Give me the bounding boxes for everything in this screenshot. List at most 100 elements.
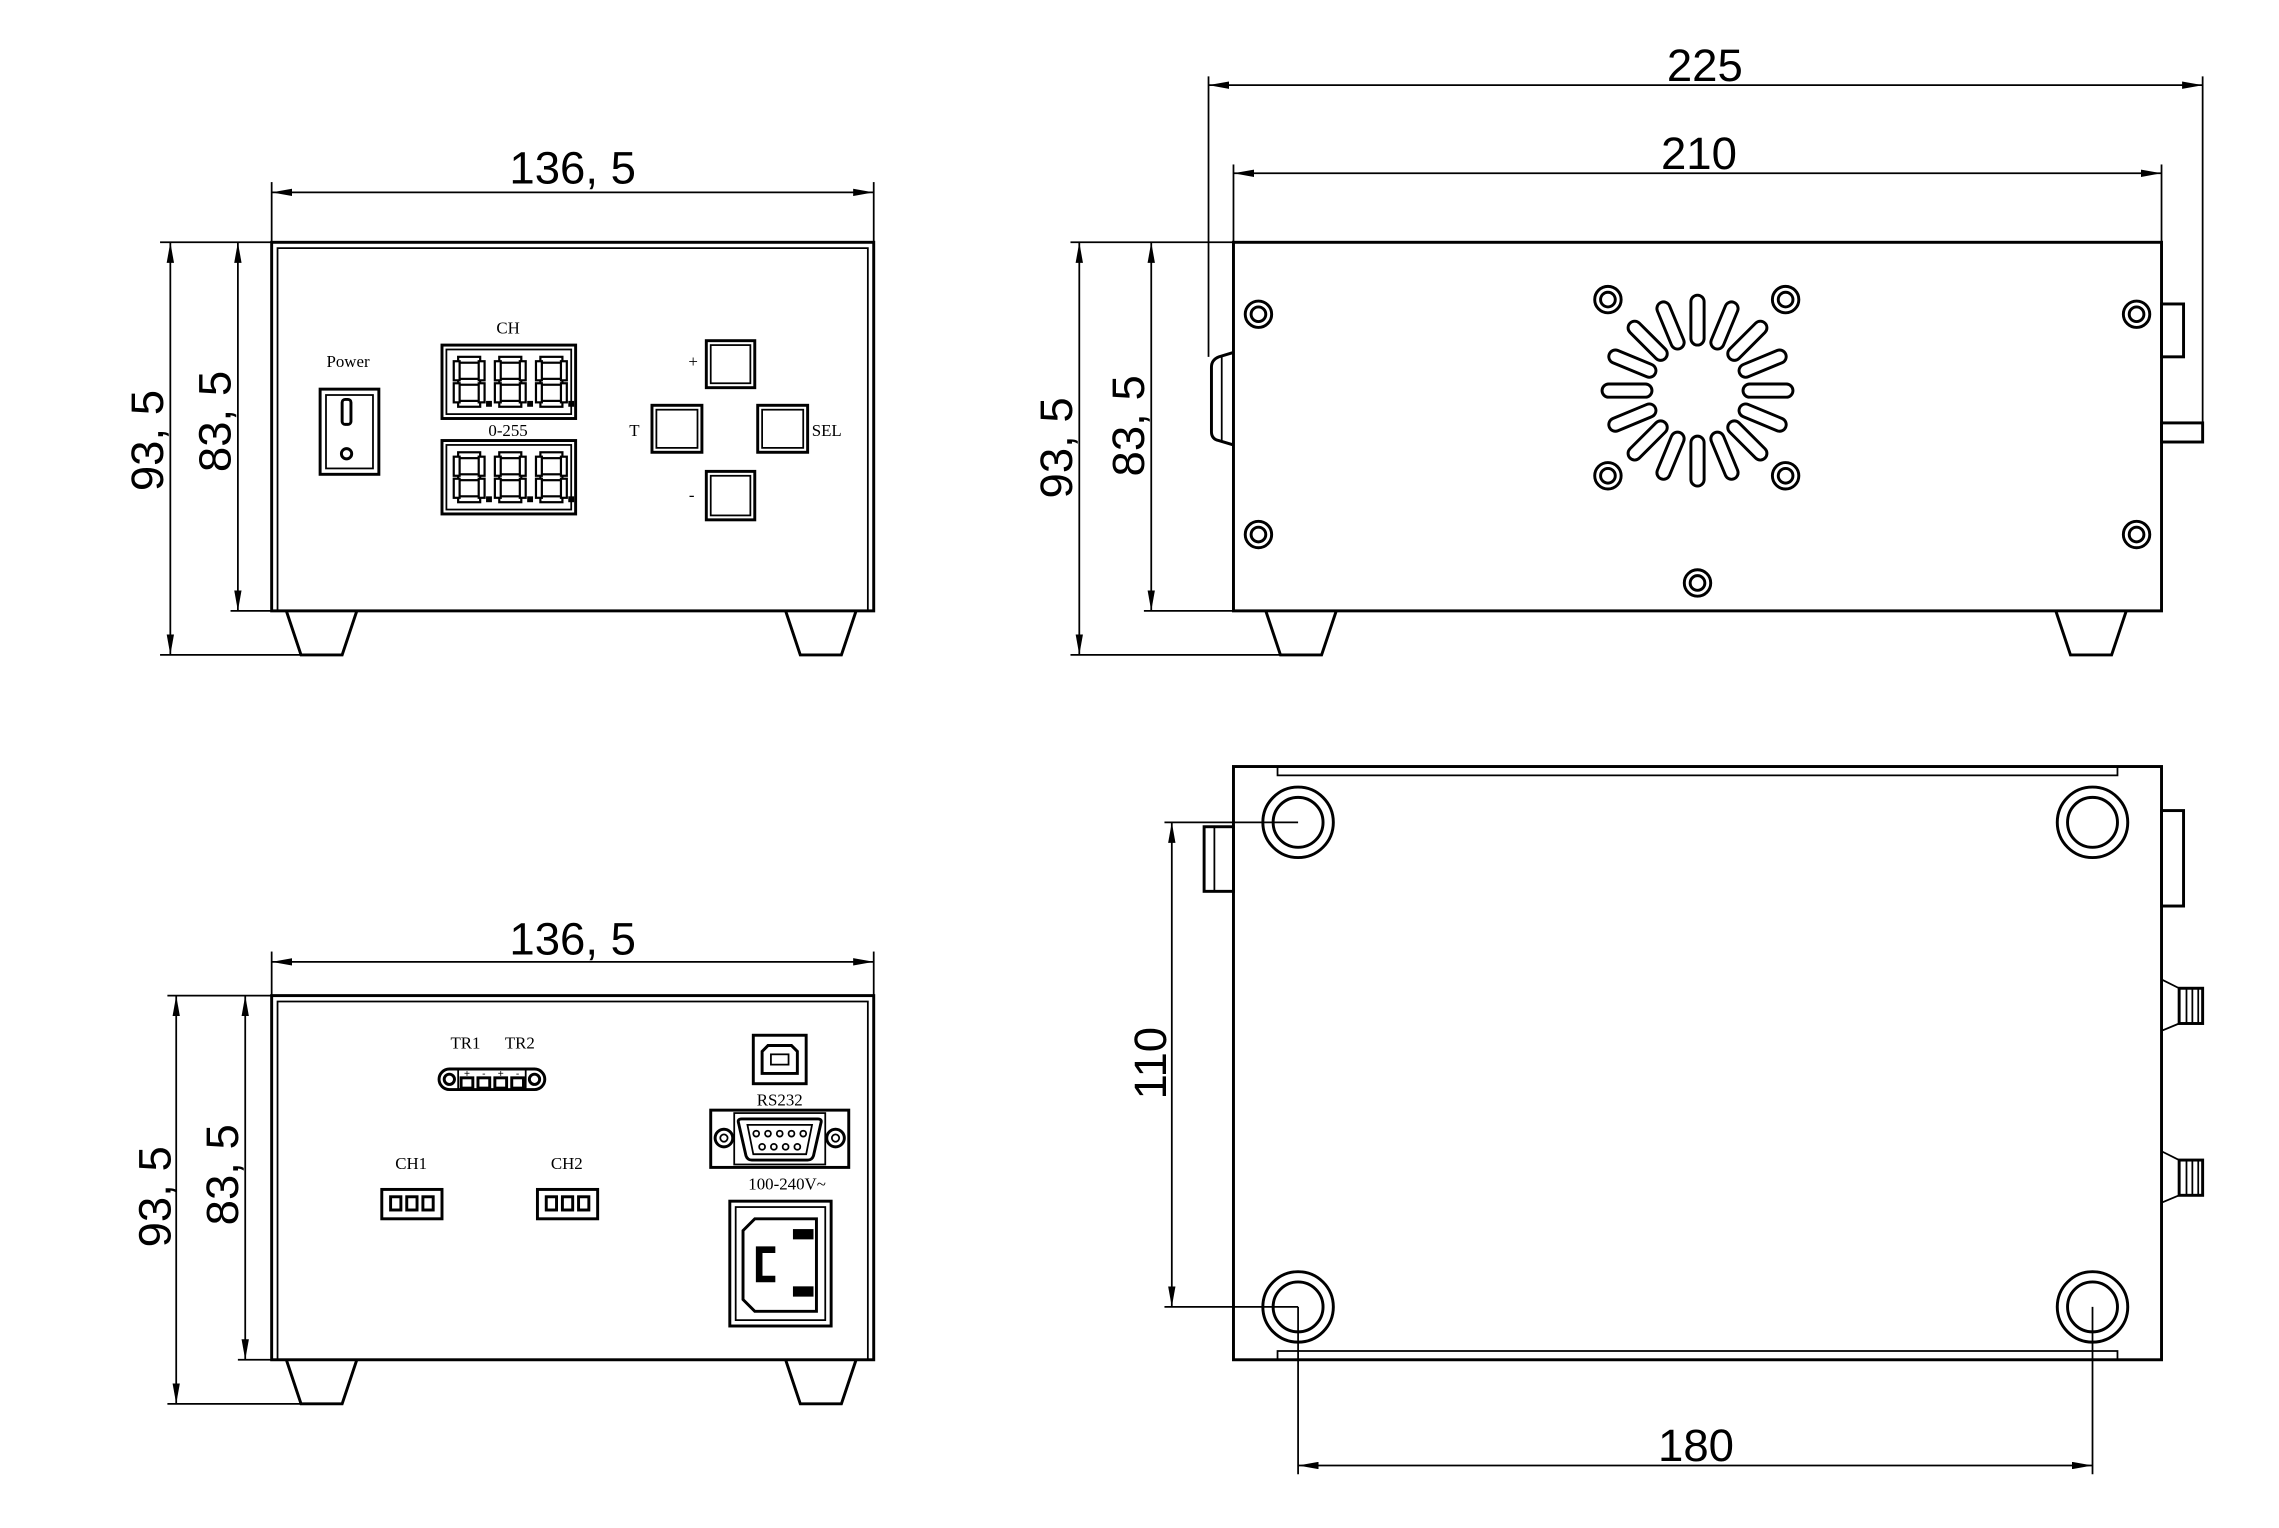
digit-segment (452, 360, 461, 382)
screw-recess (1776, 290, 1795, 309)
jack-chamfer (2161, 1150, 2180, 1161)
seven-segment-digit (493, 451, 534, 504)
terminal-slot (459, 1076, 475, 1090)
fan-slot (1726, 419, 1769, 462)
fan-slot (1737, 348, 1788, 379)
bottom-switch-profile (1202, 825, 1235, 893)
fan-grille (1600, 293, 1795, 488)
db9-pin (787, 1129, 796, 1138)
rocker-switch-profile (1209, 351, 1234, 447)
iec-inlet-bezel (734, 1206, 827, 1322)
digit-segment (539, 377, 564, 386)
screw-head (2121, 519, 2152, 550)
usb-b-socket-icon (760, 1044, 799, 1075)
screw-recess (1249, 525, 1268, 544)
screw-icon (1243, 299, 1274, 329)
foot-spacing-length-dimension: 180 (1297, 1306, 2094, 1475)
fan-slot (1689, 293, 1706, 347)
screw-head (1243, 519, 1274, 550)
seven-segment-digit (452, 451, 492, 504)
digit-segment (539, 495, 564, 504)
screw-icon (1770, 284, 1801, 315)
power-label: Power (326, 352, 369, 371)
dimension-value: 110 (1125, 1027, 1176, 1100)
channel-1-connector: CH1 (380, 1154, 444, 1221)
digit-segment (539, 355, 564, 364)
foot-right (2054, 610, 2128, 657)
jack-chamfer (2161, 978, 2180, 990)
rubber-foot (2055, 785, 2130, 860)
lower-display: 0-255 (440, 421, 578, 516)
db9-flange (709, 1108, 851, 1169)
minus-key-label: - (689, 486, 695, 505)
trigger-1-label: TR1 (450, 1033, 480, 1052)
side-plug (2160, 421, 2205, 444)
digit-segment (457, 495, 482, 504)
connector-pin (560, 1195, 575, 1212)
side-connector (2160, 302, 2186, 359)
front-body-height-dimension: 83, 5 (190, 242, 272, 612)
db9-pin (752, 1129, 761, 1138)
dimension-value: 210 (1661, 128, 1737, 179)
terminal-slot (510, 1076, 525, 1090)
sel-key-cap (761, 408, 805, 449)
dimension-value: 93, 5 (122, 390, 173, 491)
side-screws (1243, 284, 2152, 598)
connector-housing (535, 1187, 600, 1221)
seven-segment-digits (452, 451, 575, 504)
plus-key-label: + (688, 352, 698, 371)
terminal-jack (2161, 1150, 2205, 1204)
terminal-polarity-mark: + (464, 1069, 470, 1080)
screw-icon (1593, 284, 1623, 315)
mains-input-label: 100-240V~ (748, 1174, 826, 1193)
iec-live-pin (792, 1229, 814, 1240)
screw-recess (2127, 525, 2146, 544)
foot-inner (2066, 795, 2119, 849)
screw-head (1593, 461, 1623, 491)
digit-segment (498, 451, 523, 460)
side-body-length-dimension: 210 (1232, 128, 2163, 243)
front-view: 136, 5 93, 5 83, 5 Power CH (122, 143, 876, 657)
digit-segment (457, 377, 482, 386)
jack-chamfer (2161, 1194, 2180, 1204)
t-key: T (629, 403, 704, 454)
digit-segment (498, 377, 523, 386)
upper-display-label: CH (496, 318, 519, 337)
side-body-height-dimension: 83, 5 (1103, 242, 1234, 612)
digit-segment (559, 477, 568, 499)
fan-slot (1726, 319, 1769, 362)
digit-segment (457, 355, 482, 364)
display-window (445, 348, 573, 415)
t-key-label: T (629, 421, 640, 440)
rear-body-height-dimension: 83, 5 (197, 995, 272, 1361)
seven-segment-digit (534, 355, 575, 408)
power-switch-group: Power (318, 352, 381, 476)
dimension-value: 83, 5 (197, 1124, 248, 1225)
db9-screw-icon (825, 1127, 846, 1149)
bottom-panel-edge-strip (1276, 1350, 2119, 1360)
terminal-mounting-hole (527, 1072, 542, 1086)
jack-body (2177, 986, 2205, 1025)
side-overall-height-dimension: 93, 5 (1031, 241, 1281, 656)
rear-width-dimension: 136, 5 (270, 913, 875, 996)
fan-slot (1737, 402, 1788, 433)
display-frame (440, 439, 578, 516)
digit-segment (452, 455, 461, 477)
db9-screw-icon (713, 1127, 735, 1149)
dimension-value: 136, 5 (509, 143, 636, 194)
plus-key-outline (704, 339, 757, 390)
plus-key: + (688, 339, 757, 390)
db9-pins (752, 1129, 808, 1151)
iec-earth-pin (755, 1246, 776, 1283)
jack-chamfer (2161, 1022, 2180, 1032)
digit-segment (498, 495, 523, 504)
seven-segment-digit (534, 451, 575, 504)
screw-icon (1770, 461, 1801, 491)
channel-1-label: CH1 (395, 1154, 427, 1173)
digit-segment (477, 382, 486, 404)
terminal-polarity-mark: - (516, 1069, 519, 1080)
db9-insert (746, 1123, 814, 1156)
db9-pin (770, 1143, 778, 1151)
screw-recess (1249, 305, 1268, 324)
